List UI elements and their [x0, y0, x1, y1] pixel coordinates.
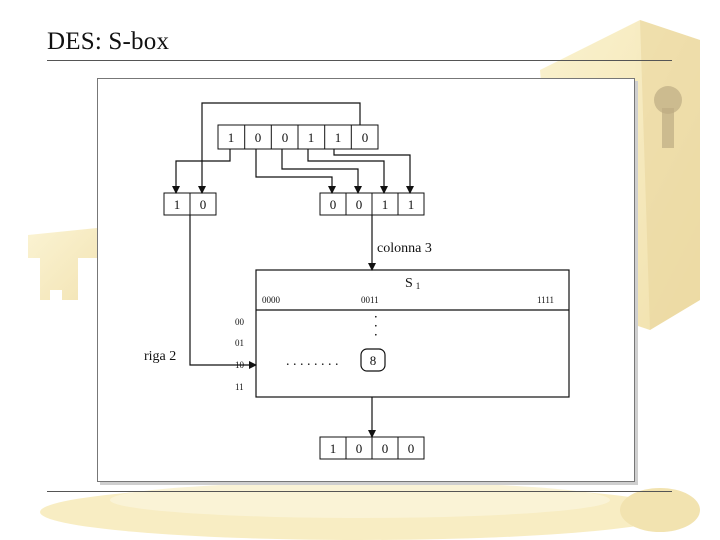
column-header-1111: 1111 [537, 295, 554, 305]
output-bit-3: 0 [382, 441, 389, 456]
footer-divider [47, 491, 672, 492]
sbox-diagram: 1 0 0 1 1 0 1 0 0 0 1 1 [144, 102, 570, 460]
sbox-table [255, 269, 570, 398]
input-bit-1: 1 [228, 130, 235, 145]
sbox-figure: 1 0 0 1 1 0 1 0 0 0 1 1 [97, 78, 635, 482]
row-bits-register [163, 192, 217, 216]
input-bit-4: 1 [308, 130, 315, 145]
column-label: colonna 3 [377, 241, 432, 256]
key-watermark [28, 228, 97, 300]
column-bit-3: 1 [382, 197, 389, 212]
title-divider [47, 60, 672, 61]
input-bit-2: 0 [255, 130, 262, 145]
input-bit-5: 1 [335, 130, 342, 145]
vertical-dots: . . . [371, 315, 386, 338]
output-bit-4: 0 [408, 441, 415, 456]
slide-title: DES: S-box [47, 28, 170, 55]
column-bit-4: 1 [408, 197, 415, 212]
row-arrow [189, 215, 257, 369]
selected-cell [360, 348, 386, 372]
column-header-0011: 0011 [361, 295, 379, 305]
column-header-0000: 0000 [262, 295, 281, 305]
row-header-11: 11 [235, 382, 244, 392]
row-header-00: 00 [235, 317, 245, 327]
output-bit-2: 0 [356, 441, 363, 456]
row-label: riga 2 [144, 349, 176, 364]
output-bit-1: 1 [330, 441, 337, 456]
row-header-01: 01 [235, 338, 244, 348]
horizontal-dots: . . . . . . . . [286, 354, 339, 369]
row-bit-2: 0 [200, 197, 207, 212]
row-bit-1: 1 [174, 197, 181, 212]
input-bits-register [217, 124, 379, 150]
input-bit-6: 0 [362, 130, 369, 145]
bit-routing-wires [172, 102, 414, 194]
column-bit-2: 0 [356, 197, 363, 212]
column-bit-1: 0 [330, 197, 337, 212]
selected-cell-value: 8 [370, 353, 377, 368]
output-bits-register [319, 436, 425, 460]
input-bit-3: 0 [282, 130, 289, 145]
